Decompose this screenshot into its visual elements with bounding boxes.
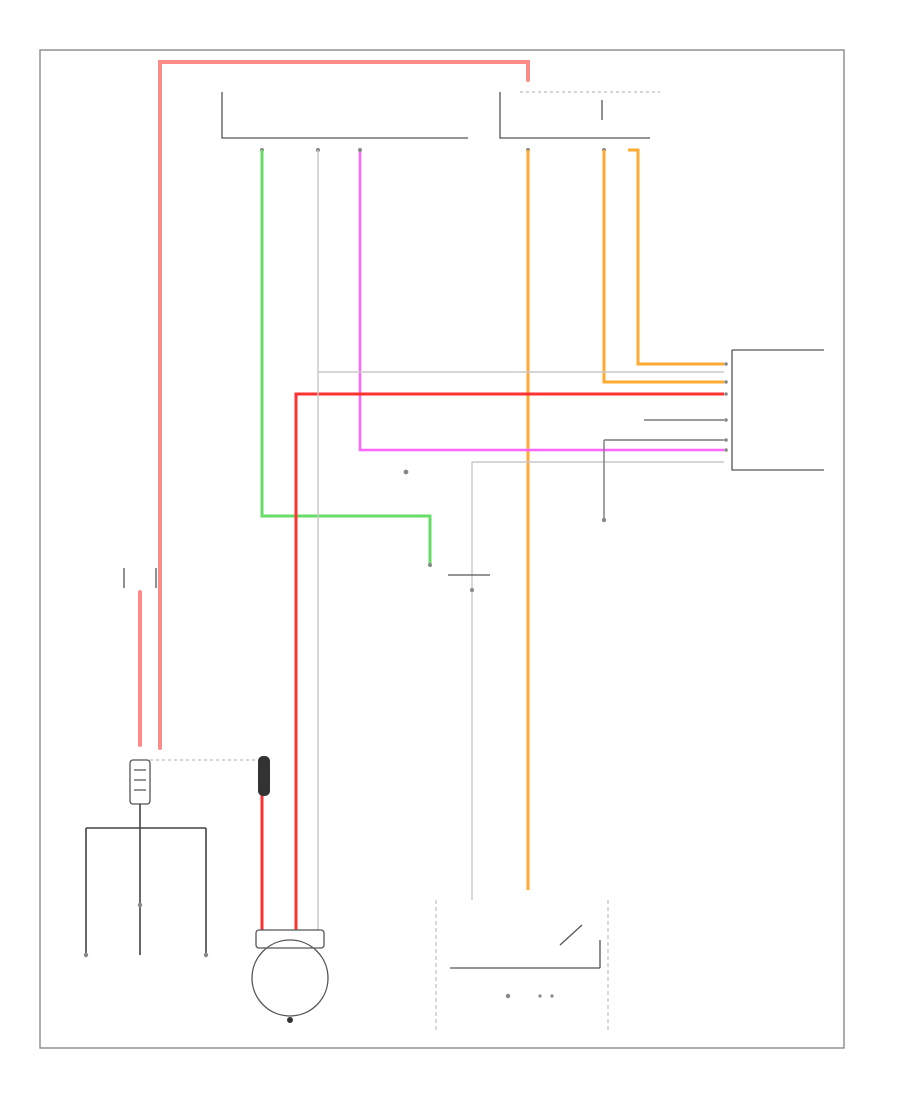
- underhood-fuse-block: [221, 91, 660, 152]
- cluster-switch-icon: [559, 924, 583, 946]
- ignition-wire-ecm-b: [628, 148, 724, 366]
- splice-dot: [428, 563, 432, 567]
- battery-fusible: [123, 568, 157, 588]
- battery-cells: [134, 769, 146, 791]
- fuse-block-outline-left: [221, 92, 468, 139]
- ecm-pins: [724, 362, 728, 452]
- generator-ground-stud: [287, 1017, 293, 1023]
- generator-terminal-block: [255, 929, 325, 949]
- ground-point: [601, 517, 607, 523]
- connector-pin: [358, 148, 362, 152]
- cluster-pin: [550, 994, 554, 998]
- engine-control-module: [724, 349, 824, 471]
- field-signal-wire: [358, 152, 724, 452]
- cluster-pin: [538, 994, 542, 998]
- instrument-cluster: [435, 900, 609, 1030]
- ground-icon: [137, 902, 143, 908]
- battery-feed-wire: [158, 60, 530, 750]
- generator-output-wire: [294, 392, 724, 930]
- fusible-link: [258, 756, 270, 796]
- battery-icon: [129, 759, 151, 805]
- instrument-cluster-connector: [404, 470, 490, 592]
- lamp-control-wire: [260, 150, 432, 565]
- splice-dot: [470, 588, 474, 592]
- ground-icon: [83, 952, 89, 958]
- ignition-wire-ecm-a: [602, 150, 724, 384]
- fusible-link-icon: [123, 568, 157, 588]
- fuse-block-outline-right: [499, 92, 650, 139]
- generator: [251, 929, 329, 1023]
- generator-icon: [251, 939, 329, 1017]
- fusible-link-icon: [258, 756, 270, 796]
- ground-icon: [203, 952, 209, 958]
- ground-icon: [601, 517, 607, 523]
- ground-icon: [403, 469, 409, 475]
- diagram-frame: [39, 49, 845, 1049]
- cluster-lamp-icon: [505, 993, 511, 999]
- module-outline: [731, 349, 824, 471]
- battery-terminal: [83, 759, 209, 958]
